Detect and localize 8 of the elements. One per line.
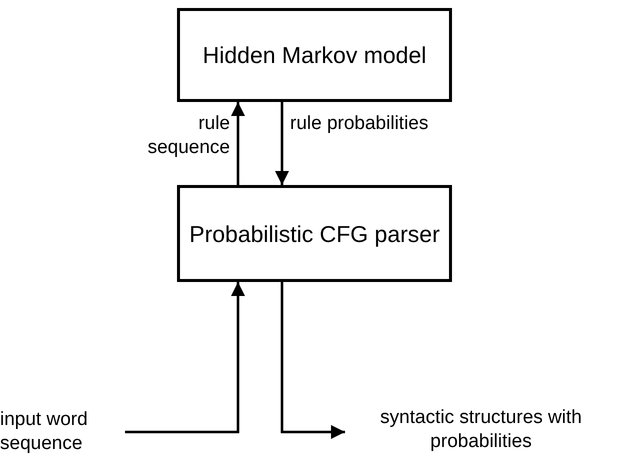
arrow bbox=[125, 282, 245, 434]
io-text: syntactic structures with probabilities bbox=[345, 396, 617, 464]
arrow bbox=[231, 102, 245, 185]
arrow bbox=[280, 282, 345, 439]
io-text: input word sequence bbox=[0, 400, 125, 464]
arrow bbox=[275, 102, 289, 185]
process-box: Probabilistic CFG parser bbox=[177, 185, 452, 282]
process-box: Hidden Markov model bbox=[177, 8, 452, 102]
